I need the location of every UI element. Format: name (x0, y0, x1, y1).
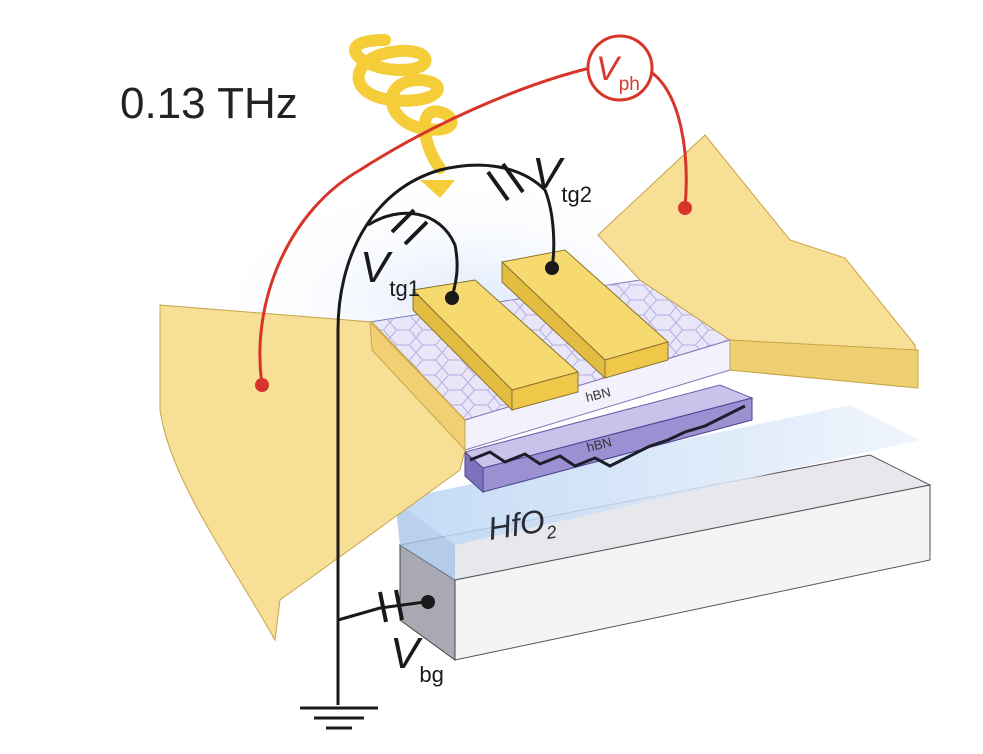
right-contact (597, 134, 919, 389)
top-gate-1 (411, 279, 580, 412)
vph-contact-left (255, 378, 269, 392)
vtg1-label: Vtg1 (360, 243, 420, 301)
top-gate-2 (500, 249, 670, 380)
hbn-bottom-layer (463, 384, 754, 494)
vph-contact-right (678, 201, 692, 215)
capacitor-tg2-icon (486, 162, 525, 202)
thz-wave (349, 34, 458, 174)
backgate-contact (421, 595, 435, 609)
gate-circuit (300, 162, 559, 730)
ground-icon (300, 706, 378, 730)
substrate (398, 454, 932, 661)
vtg2-label: Vtg2 (532, 149, 592, 207)
vph-label: Vph (596, 50, 640, 95)
gate2-contact (545, 261, 559, 275)
hfo2-layer (395, 405, 920, 580)
vbg-label: Vbg (390, 629, 444, 687)
hbn-bottom-label: hBN (585, 434, 613, 455)
capacitor-tg1-icon (390, 208, 429, 246)
frequency-label: 0.13 THz (120, 79, 298, 128)
thz-arrow-icon (420, 180, 455, 198)
capacitor-bg-icon (378, 589, 404, 623)
voltmeter-icon (586, 34, 654, 102)
hbn-top-label: hBN (584, 384, 612, 405)
hfo2-label: HfO2 (485, 501, 557, 552)
gate1-contact (445, 291, 459, 305)
left-contact (159, 304, 466, 642)
photovoltage-circuit (255, 34, 692, 392)
